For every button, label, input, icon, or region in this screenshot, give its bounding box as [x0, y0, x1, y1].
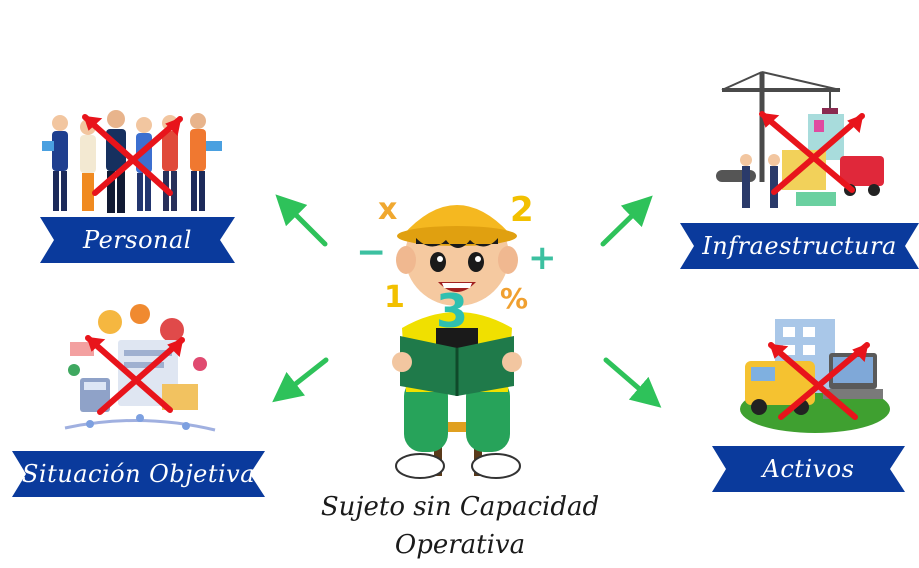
label-situacion-objetiva: Situación Objetiva	[12, 451, 265, 497]
infraestructura-illustration	[716, 71, 884, 208]
math-symbol-two: 2	[510, 190, 534, 230]
math-symbol-plus: +	[528, 238, 557, 278]
red-cross-icon	[82, 114, 183, 196]
label-activos-text: Activos	[762, 455, 855, 483]
arrow-to-situacion	[272, 357, 329, 403]
math-symbol-percent: %	[500, 282, 529, 315]
label-personal-text: Personal	[83, 226, 192, 254]
label-activos: Activos	[712, 446, 905, 492]
situacion-illustration	[64, 304, 216, 432]
label-infraestructura-text: Infraestructura	[702, 232, 897, 260]
label-personal: Personal	[40, 217, 235, 263]
label-infraestructura: Infraestructura	[680, 223, 919, 269]
center-caption-line1: Sujeto sin Capacidad	[320, 492, 600, 522]
personal-illustration	[42, 110, 222, 213]
boy-reading-icon	[392, 205, 522, 479]
math-symbol-times: x	[378, 192, 398, 227]
arrow-to-activos	[603, 357, 662, 408]
math-symbol-minus: −	[356, 232, 387, 273]
assets-scene-icon	[740, 319, 890, 433]
label-situacion-text: Situación Objetiva	[21, 460, 256, 488]
math-symbol-three: 3	[436, 284, 469, 338]
red-cross-icon	[759, 111, 865, 195]
math-symbol-one: 1	[384, 280, 405, 315]
arrow-to-infraestructura	[600, 195, 653, 247]
red-cross-icon	[85, 335, 185, 415]
center-character	[392, 205, 522, 479]
center-caption-line2: Operativa	[394, 530, 526, 560]
red-cross-icon	[768, 342, 870, 420]
activos-illustration	[740, 319, 890, 433]
arrow-to-personal	[275, 194, 328, 247]
